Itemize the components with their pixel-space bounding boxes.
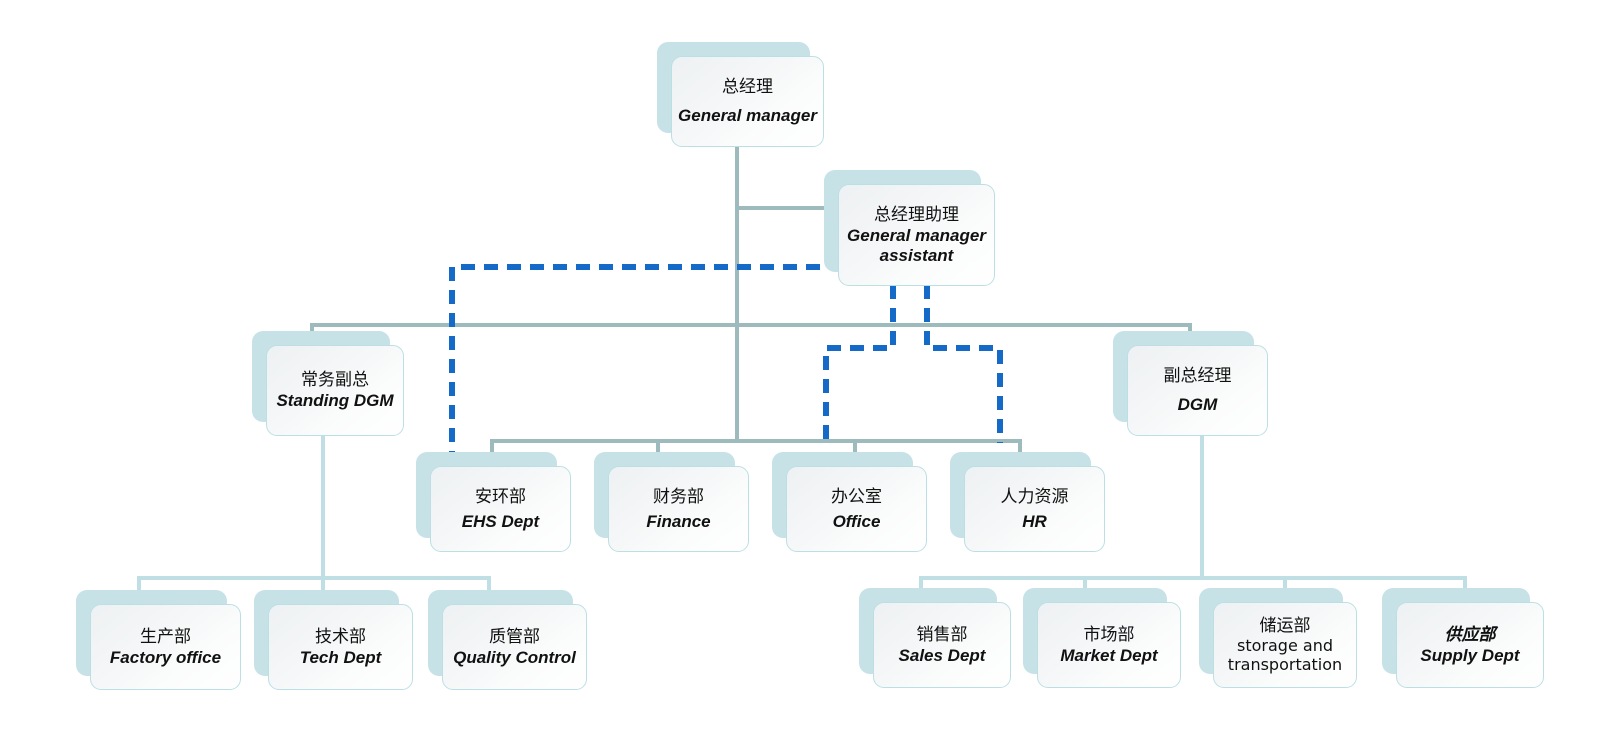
node-dgm[interactable]: 副总经理 DGM: [1113, 331, 1268, 436]
solid-connectors-lower: [137, 436, 1467, 594]
node-title-cn: 市场部: [1083, 624, 1135, 644]
node-face: 办公室 Office: [786, 466, 927, 552]
node-title-cn: 生产部: [140, 626, 191, 646]
node-face: 副总经理 DGM: [1127, 345, 1268, 436]
node-standing-dgm[interactable]: 常务副总 Standing DGM: [252, 331, 404, 436]
node-office[interactable]: 办公室 Office: [772, 452, 927, 552]
node-title-cn: 安环部: [475, 486, 526, 506]
node-face: 总经理 General manager: [671, 56, 824, 147]
node-title-cn: 储运部: [1259, 616, 1311, 636]
node-face: 技术部 Tech Dept: [268, 604, 413, 690]
node-face: 销售部 Sales Dept: [873, 602, 1011, 688]
node-title-en: Supply Dept: [1420, 645, 1520, 665]
node-title-en: storage and transportation: [1227, 636, 1343, 674]
node-face: 常务副总 Standing DGM: [266, 345, 404, 436]
node-title-en: Standing DGM: [276, 391, 394, 411]
node-title-en: Factory office: [109, 647, 222, 667]
node-title-cn: 人力资源: [1000, 486, 1069, 506]
node-title-cn: 销售部: [916, 624, 968, 644]
node-face: 储运部 storage and transportation: [1213, 602, 1357, 688]
node-title-cn: 供应部: [1444, 624, 1496, 644]
dashed-edge-assistant-office: [823, 285, 896, 443]
node-title-en: General manager assistant: [847, 225, 986, 265]
node-sales-dept[interactable]: 销售部 Sales Dept: [859, 588, 1011, 688]
dashed-edge-assistant-ehs: [449, 264, 843, 455]
node-title-cn: 常务副总: [301, 370, 369, 390]
node-supply-dept[interactable]: 供应部 Supply Dept: [1382, 588, 1544, 688]
node-title-cn: 办公室: [831, 486, 882, 506]
node-face: 安环部 EHS Dept: [430, 466, 571, 552]
node-finance-dept[interactable]: 财务部 Finance: [594, 452, 749, 552]
node-title-cn: 副总经理: [1163, 366, 1232, 386]
node-title-cn: 技术部: [315, 626, 366, 646]
node-general-manager[interactable]: 总经理 General manager: [657, 42, 824, 147]
node-hr-dept[interactable]: 人力资源 HR: [950, 452, 1105, 552]
node-title-en: Tech Dept: [299, 647, 382, 667]
node-title-en: EHS Dept: [461, 511, 540, 531]
node-title-en: Quality Control: [453, 647, 576, 667]
node-factory-office[interactable]: 生产部 Factory office: [76, 590, 241, 690]
node-title-en: Office: [832, 511, 881, 531]
node-title-en: Finance: [646, 511, 711, 531]
dashed-edge-assistant-hr: [924, 285, 1003, 443]
node-title-en: Market Dept: [1060, 645, 1158, 665]
bus-level3: [490, 439, 1022, 455]
node-face: 财务部 Finance: [608, 466, 749, 552]
node-tech-dept[interactable]: 技术部 Tech Dept: [254, 590, 413, 690]
dashed-connectors: [449, 264, 1003, 455]
node-title-cn: 质管部: [489, 626, 540, 646]
bus-level2: [310, 323, 1192, 339]
node-market-dept[interactable]: 市场部 Market Dept: [1023, 588, 1181, 688]
node-title-en: General manager: [678, 106, 817, 126]
node-face: 质管部 Quality Control: [442, 604, 587, 690]
node-quality-control-dept[interactable]: 质管部 Quality Control: [428, 590, 587, 690]
node-title-en: HR: [1022, 511, 1047, 531]
node-face: 市场部 Market Dept: [1037, 602, 1181, 688]
node-storage-transportation-dept[interactable]: 储运部 storage and transportation: [1199, 588, 1357, 688]
node-general-manager-assistant[interactable]: 总经理助理 General manager assistant: [824, 170, 995, 286]
node-title-en: DGM: [1177, 395, 1218, 415]
node-title-en: Sales Dept: [898, 645, 986, 665]
node-title-cn: 财务部: [653, 486, 704, 506]
node-face: 总经理助理 General manager assistant: [838, 184, 995, 286]
node-face: 生产部 Factory office: [90, 604, 241, 690]
node-face: 人力资源 HR: [964, 466, 1105, 552]
solid-connectors-upper: [310, 142, 1192, 456]
node-title-cn: 总经理助理: [874, 204, 959, 224]
node-title-cn: 总经理: [722, 77, 773, 97]
node-ehs-dept[interactable]: 安环部 EHS Dept: [416, 452, 571, 552]
node-face: 供应部 Supply Dept: [1396, 602, 1544, 688]
